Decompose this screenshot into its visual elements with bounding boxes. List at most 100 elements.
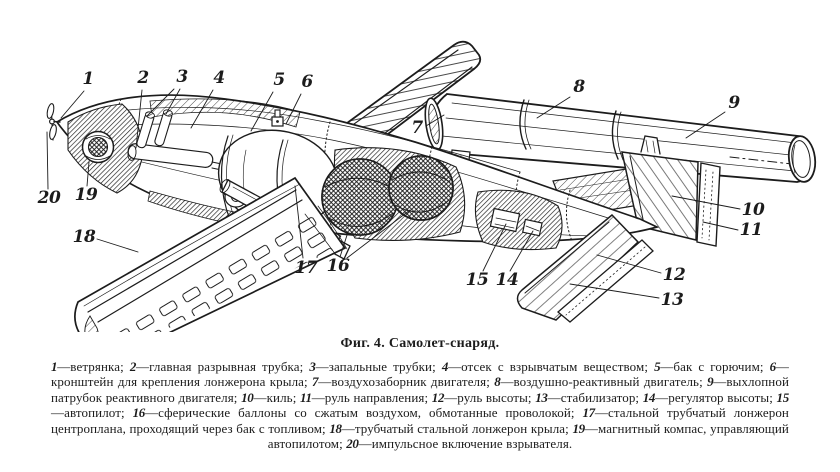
legend-item-17: 17—стальной трубчатый лонжерон центропла…	[51, 405, 789, 435]
air-intake	[424, 97, 444, 151]
legend-num-11: 11	[300, 389, 312, 405]
engine-ring-joint	[611, 110, 619, 160]
figure-legend: 1—ветрянка; 2—главная разрывная трубка; …	[51, 359, 789, 451]
air-sphere-2	[388, 155, 454, 221]
figure-caption: Фиг. 4. Самолет-снаряд.	[340, 336, 500, 351]
legend-num-2: 2	[129, 359, 137, 374]
legend-text-6: —кронштейн для крепления лонжерона крыла…	[51, 359, 789, 390]
legend-text-20: —импульсное включение взрывателя.	[358, 436, 573, 452]
legend-item-3: 3—запальные трубки;	[309, 359, 435, 374]
legend-num-20: 20	[346, 436, 359, 452]
legend-item-8: 8—воздушно-реактивный двигатель;	[494, 374, 703, 389]
legend-text-8: —воздушно-реактивный двигатель;	[500, 374, 703, 390]
leader-line-16	[339, 231, 349, 258]
flying-bomb-cutaway-drawing	[46, 40, 817, 332]
legend-item-13: 13—стабилизатор;	[535, 390, 639, 405]
leader-line-16	[346, 209, 411, 259]
legend-item-10: 10—киль;	[241, 390, 296, 405]
leader-line-11	[702, 221, 739, 231]
leader-line-3	[146, 88, 175, 117]
legend-num-1: 1	[51, 359, 58, 374]
legend-item-15: 15 —автопилот;	[51, 390, 789, 420]
igniter-tubes	[136, 109, 173, 149]
legend-item-4: 4—отсек с взрывчатым веществом;	[442, 359, 648, 374]
legend-num-16: 16	[132, 405, 146, 421]
engine-ring-joint	[519, 99, 527, 150]
leader-line-17	[294, 185, 304, 259]
leader-line-3	[165, 88, 181, 115]
legend-item-20: 20—импульсное включение взрывателя.	[346, 436, 572, 451]
legend-text-3: —запальные трубки;	[315, 359, 436, 374]
legend-num-12: 12	[431, 389, 445, 405]
height-regulator-unit	[522, 218, 543, 237]
legend-num-18: 18	[329, 420, 342, 436]
legend-text-5: —бак с горючим;	[660, 359, 764, 374]
leader-line-6	[285, 93, 302, 125]
legend-item-1: 1—ветрянка;	[51, 359, 124, 374]
legend-text-13: —стабилизатор;	[547, 389, 640, 405]
legend-text-10: —киль;	[253, 389, 297, 405]
legend-num-6: 6	[769, 359, 777, 374]
legend-num-4: 4	[441, 359, 449, 374]
leader-line-18	[96, 238, 139, 253]
far-wing	[331, 40, 482, 156]
legend-item-14: 14—регулятор высоты;	[643, 390, 773, 405]
legend-text-4: —отсек с взрывчатым веществом;	[448, 359, 649, 374]
legend-text-9: —выхлопной патрубок реактивного двигател…	[51, 374, 790, 405]
leader-line-20	[46, 131, 49, 190]
legend-num-8: 8	[494, 374, 501, 390]
legend-num-19: 19	[572, 420, 585, 436]
legend-num-14: 14	[642, 389, 656, 405]
legend-num-5: 5	[654, 359, 661, 374]
exhaust-opening	[787, 135, 817, 183]
legend-num-13: 13	[535, 389, 548, 405]
rudder	[696, 162, 721, 247]
leader-lines	[46, 88, 741, 299]
legend-text-19: —магнитный компас, управляющий автопилот…	[267, 420, 789, 452]
elevator	[556, 239, 654, 323]
leader-line-13	[569, 283, 660, 299]
engine-mount-bracket	[640, 135, 661, 155]
legend-text-2: —главная разрывная трубка;	[136, 359, 304, 374]
air-sphere-bay	[321, 147, 466, 241]
warhead-bay	[149, 98, 301, 128]
leader-line-8	[536, 96, 571, 119]
legend-item-11: 11—руль направления;	[300, 390, 428, 405]
legend-num-9: 9	[707, 374, 714, 390]
legend-text-12: —руль высоты;	[444, 389, 532, 405]
tail-fin	[621, 151, 699, 241]
leader-line-12	[596, 254, 662, 274]
leader-line-7	[425, 114, 445, 127]
legend-num-15: 15	[776, 389, 790, 405]
legend-text-15: —автопилот;	[51, 405, 125, 421]
legend-text-7: —воздухозаборник двигателя;	[318, 374, 490, 390]
leader-line-2	[135, 89, 143, 149]
legend-item-18: 18—трубчатый стальной лонжерон крыла;	[329, 421, 569, 436]
leader-line-9	[685, 111, 726, 139]
legend-text-16: —сферические баллоны со сжатым воздухом,…	[145, 405, 575, 421]
legend-num-3: 3	[309, 359, 316, 374]
legend-item-19: 19—магнитный компас, управляющий автопил…	[268, 421, 789, 451]
wing-spar-line	[87, 189, 297, 313]
spar-bracket	[271, 109, 284, 127]
legend-num-7: 7	[312, 374, 319, 390]
legend-item-2: 2—главная разрывная трубка;	[130, 359, 304, 374]
legend-item-16: 16—сферические баллоны со сжатым воздухо…	[133, 405, 575, 420]
legend-text-18: —трубчатый стальной лонжерон крыла;	[341, 420, 569, 436]
leader-line-1	[60, 90, 85, 119]
legend-item-7: 7—воздухозаборник двигателя;	[312, 374, 490, 389]
legend-num-10: 10	[241, 389, 254, 405]
leader-line-15	[482, 223, 507, 272]
leader-line-4	[190, 89, 214, 129]
legend-text-1: —ветрянка;	[57, 359, 124, 374]
leader-line-19	[86, 161, 90, 187]
leader-line-14	[509, 230, 534, 272]
stabilizer	[516, 213, 640, 321]
magnetic-compass	[81, 130, 115, 164]
autopilot-bay	[474, 189, 563, 251]
air-sphere-1	[321, 158, 399, 236]
legend-item-6: 6—кронштейн для крепления лонжерона крыл…	[51, 359, 789, 389]
near-wing	[74, 176, 348, 332]
